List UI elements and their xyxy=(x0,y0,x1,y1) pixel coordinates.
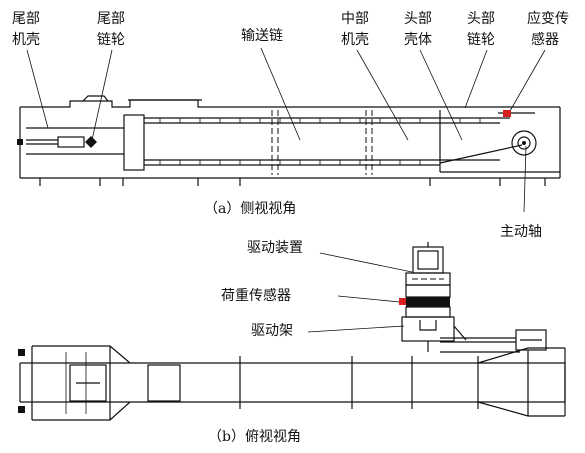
tail-shaft-housing xyxy=(57,136,85,148)
strain-sensor-marker xyxy=(503,110,511,117)
tail-flare-bottom xyxy=(32,401,131,421)
side-view-labels: 尾部 机壳 尾部 链轮 输送链 中部 机壳 头部 壳体 头部 链轮 应变传 感器… xyxy=(12,10,569,240)
leader-conveyor-chain xyxy=(260,47,301,141)
chain-links-lower xyxy=(159,160,421,165)
label-head-sprocket-line1: 头部 xyxy=(467,11,495,27)
tail-flare-top xyxy=(32,345,131,364)
label-drive-unit: 驱动装置 xyxy=(247,240,303,256)
label-tail-casing-line1: 尾部 xyxy=(12,11,40,27)
leader-head-sprocket xyxy=(464,49,488,109)
side-view-leader-lines xyxy=(26,47,546,213)
leader-drive-unit xyxy=(319,252,413,273)
tail-sprocket-icon xyxy=(85,136,97,148)
leader-tail-casing xyxy=(26,49,49,129)
chain-links-upper xyxy=(159,118,481,123)
top-view-leader-lines xyxy=(307,252,413,333)
casing-top-outline xyxy=(20,99,560,108)
label-load-sensor: 荷重传感器 xyxy=(221,287,291,304)
shaft-coupling xyxy=(515,329,547,351)
label-head-shell-line2: 壳体 xyxy=(404,31,432,48)
drive-frame-brace xyxy=(453,325,467,341)
label-middle-casing-line1: 中部 xyxy=(341,11,369,27)
drive-reducer-mid xyxy=(405,284,451,298)
tail-cover-bump xyxy=(82,95,109,102)
drive-frame-coupling xyxy=(419,320,437,331)
top-view-drawing xyxy=(18,242,566,421)
label-tail-sprocket-line1: 尾部 xyxy=(97,11,125,27)
label-middle-casing-line2: 机壳 xyxy=(341,31,369,48)
leader-drive-frame xyxy=(307,325,405,333)
label-head-shell-line1: 头部 xyxy=(404,11,432,27)
head-sprocket-wheel xyxy=(511,130,537,156)
leader-load-sensor xyxy=(337,295,401,303)
drive-reducer-bottom xyxy=(405,306,451,318)
label-strain-sensor-line1: 应变传 xyxy=(527,10,569,27)
label-main-shaft: 主动轴 xyxy=(500,224,542,240)
main-shaft-center xyxy=(522,141,526,145)
top-view-labels: 驱动装置 荷重传感器 驱动架 xyxy=(221,240,303,339)
load-sensor-marker xyxy=(399,298,406,305)
label-drive-frame: 驱动架 xyxy=(251,323,293,339)
leader-tail-sprocket xyxy=(91,49,113,141)
drive-motor-inner xyxy=(417,250,439,270)
drive-load-plate xyxy=(406,297,450,307)
tail-shaft-end xyxy=(17,139,23,145)
main-shaft-circle xyxy=(517,136,531,150)
leader-head-shell xyxy=(419,49,463,141)
leader-main-shaft xyxy=(523,145,527,213)
label-conveyor-chain: 输送链 xyxy=(241,28,283,44)
caption-side-view: （a）侧视视角 xyxy=(204,201,296,217)
tail-bolt-top xyxy=(18,349,25,356)
label-strain-sensor-line2: 感器 xyxy=(531,31,559,48)
tail-bolt-bottom xyxy=(18,406,25,413)
head-flare-bottom xyxy=(477,401,565,417)
side-view-drawing xyxy=(17,95,561,186)
head-flare-top xyxy=(477,347,565,364)
tail-sprocket-box xyxy=(69,364,107,402)
label-tail-sprocket-line2: 链轮 xyxy=(97,32,125,48)
label-head-sprocket-line2: 链轮 xyxy=(467,32,495,48)
leader-strain-sensor xyxy=(509,49,546,112)
head-chain-return xyxy=(439,144,523,164)
label-tail-casing-line2: 机壳 xyxy=(12,31,40,48)
leader-middle-casing xyxy=(356,49,409,141)
middle-inspection-box xyxy=(147,364,181,402)
tail-casing-box xyxy=(123,114,145,171)
caption-top-view: （b）俯视视角 xyxy=(208,429,301,445)
